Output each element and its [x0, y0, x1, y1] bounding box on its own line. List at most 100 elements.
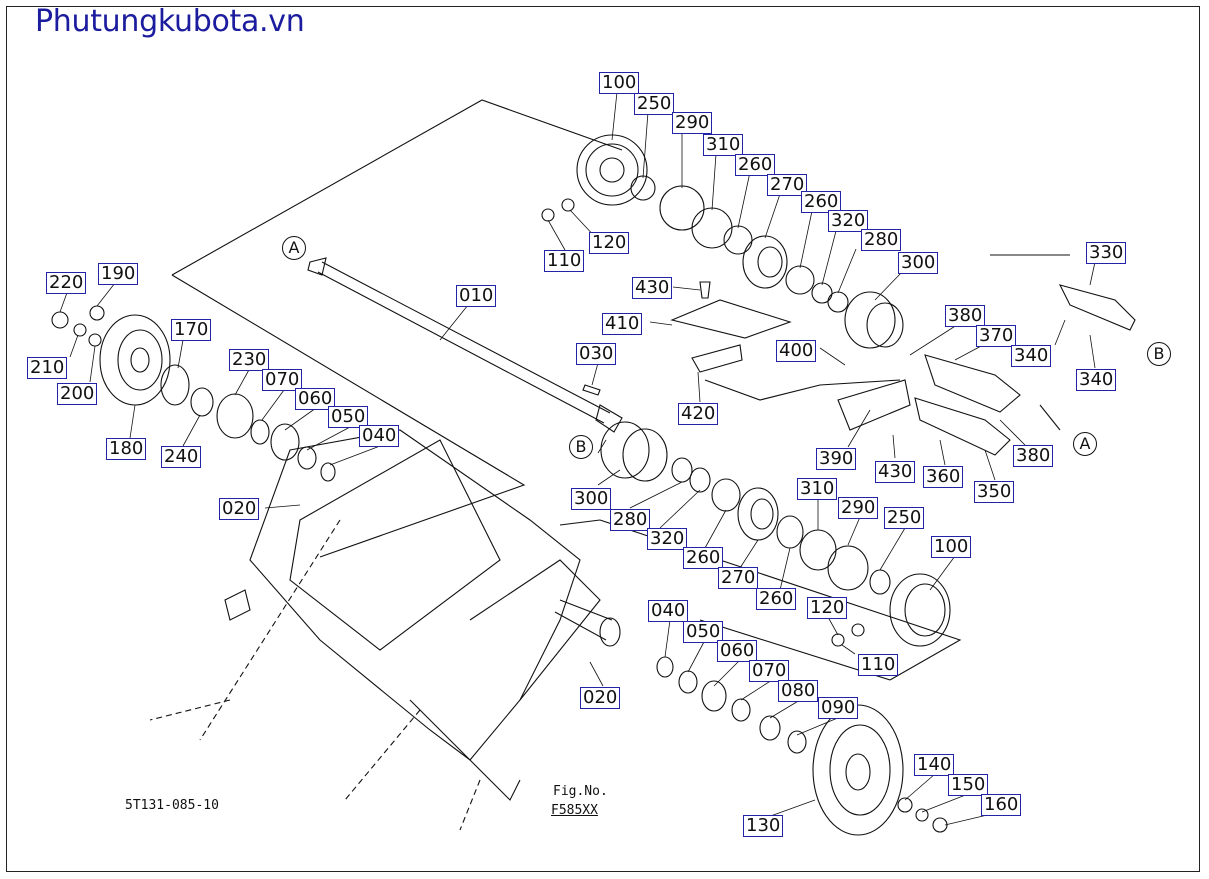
callout-350[interactable]: 350	[974, 481, 1015, 503]
bracket-330	[1058, 284, 1136, 331]
callout-360[interactable]: 360	[923, 466, 964, 488]
callout-090[interactable]: 090	[818, 697, 859, 719]
callout-320-top[interactable]: 320	[828, 210, 869, 232]
callout-380-top[interactable]: 380	[945, 305, 986, 327]
callout-170[interactable]: 170	[171, 319, 212, 341]
callout-250-top[interactable]: 250	[634, 93, 675, 115]
callout-330[interactable]: 330	[1086, 242, 1127, 264]
callout-320-mid[interactable]: 320	[647, 528, 688, 550]
ring-310-top	[691, 207, 733, 249]
callout-050-right[interactable]: 050	[683, 621, 724, 643]
callout-050-left[interactable]: 050	[328, 406, 369, 428]
callout-100-mid[interactable]: 100	[931, 536, 972, 558]
callout-310-mid[interactable]: 310	[797, 478, 838, 500]
bolt-190	[89, 305, 105, 321]
callout-390[interactable]: 390	[816, 448, 857, 470]
callout-410[interactable]: 410	[602, 313, 643, 335]
callout-030[interactable]: 030	[576, 343, 617, 365]
callout-260-mid2[interactable]: 260	[756, 588, 797, 610]
snap-ring-290-top	[659, 185, 705, 231]
callout-260-top2[interactable]: 260	[801, 191, 842, 213]
callout-280-top[interactable]: 280	[861, 229, 902, 251]
callout-020-left[interactable]: 020	[219, 498, 260, 520]
ring-260-mid2	[776, 515, 804, 549]
callout-290-top[interactable]: 290	[672, 112, 713, 134]
ring-260-mid1	[711, 478, 741, 512]
callout-180[interactable]: 180	[106, 438, 147, 460]
bracket-outline	[704, 254, 1070, 431]
bearing-060-left	[270, 423, 300, 461]
callout-100-top[interactable]: 100	[599, 72, 640, 94]
callout-120-mid[interactable]: 120	[807, 597, 848, 619]
callout-130[interactable]: 130	[743, 815, 784, 837]
callout-070-left[interactable]: 070	[262, 369, 303, 391]
callout-210[interactable]: 210	[27, 357, 68, 379]
callout-110-mid[interactable]: 110	[858, 654, 899, 676]
drawing-code: 5T131-085-10	[125, 798, 219, 813]
nut-220	[51, 311, 69, 329]
grease-fitting-430-top	[699, 281, 711, 299]
pulley-130	[812, 704, 904, 836]
callout-040-left[interactable]: 040	[359, 425, 400, 447]
callout-060-left[interactable]: 060	[295, 388, 336, 410]
bushing-250-top	[630, 175, 656, 201]
callout-260-mid1[interactable]: 260	[683, 547, 724, 569]
callout-400[interactable]: 400	[776, 340, 817, 362]
callout-020-right[interactable]: 020	[580, 687, 621, 709]
callout-110-top[interactable]: 110	[544, 250, 585, 272]
callout-190[interactable]: 190	[98, 263, 139, 285]
callout-220[interactable]: 220	[46, 272, 87, 294]
callout-300-mid[interactable]: 300	[571, 488, 612, 510]
ring-070-right	[731, 698, 751, 722]
callout-370[interactable]: 370	[976, 325, 1017, 347]
callout-270-mid[interactable]: 270	[718, 567, 759, 589]
ring-090	[787, 730, 807, 754]
nut-160	[932, 817, 948, 833]
callout-250-mid[interactable]: 250	[884, 507, 925, 529]
sprocket-100-top	[576, 134, 648, 206]
callout-150[interactable]: 150	[948, 774, 989, 796]
callout-120-top[interactable]: 120	[589, 232, 630, 254]
callout-290-mid[interactable]: 290	[838, 497, 879, 519]
fig-no-value: F585XX	[551, 803, 598, 818]
bushing-250-mid	[869, 569, 891, 595]
callout-230[interactable]: 230	[229, 349, 270, 371]
bracket-350	[914, 397, 1011, 456]
ring-310-mid	[799, 529, 837, 571]
callout-080[interactable]: 080	[778, 680, 819, 702]
callout-310-top[interactable]: 310	[703, 134, 744, 156]
callout-280-mid[interactable]: 280	[610, 509, 651, 531]
callout-070-right[interactable]: 070	[749, 660, 790, 682]
ring-280-top	[827, 291, 849, 313]
site-title: Phutungkubota.vn	[35, 4, 305, 39]
plate-410	[670, 299, 792, 339]
ring-260-top2	[785, 265, 815, 295]
callout-340-left[interactable]: 340	[1011, 345, 1052, 367]
washer-200	[88, 333, 102, 347]
callout-430-top[interactable]: 430	[632, 277, 673, 299]
marker-a-shaft: A	[282, 236, 306, 260]
callout-270-top[interactable]: 270	[767, 174, 808, 196]
callout-040-right[interactable]: 040	[648, 600, 689, 622]
sprocket-100-mid	[889, 573, 951, 647]
callout-010[interactable]: 010	[456, 285, 497, 307]
housing-300-top	[844, 291, 904, 349]
callout-260-top1[interactable]: 260	[735, 154, 776, 176]
callout-420[interactable]: 420	[678, 403, 719, 425]
bearing-270-top	[742, 235, 788, 289]
callout-380-bottom[interactable]: 380	[1013, 445, 1054, 467]
callout-340-right[interactable]: 340	[1076, 369, 1117, 391]
callout-240[interactable]: 240	[161, 446, 202, 468]
cover-370	[924, 354, 1021, 413]
callout-160[interactable]: 160	[981, 794, 1022, 816]
washer-230	[216, 393, 254, 439]
callout-430-mid[interactable]: 430	[875, 461, 916, 483]
callout-060-right[interactable]: 060	[717, 640, 758, 662]
marker-a-bracket: A	[1073, 432, 1097, 456]
callout-200[interactable]: 200	[57, 383, 98, 405]
callout-140[interactable]: 140	[914, 754, 955, 776]
callout-300-top[interactable]: 300	[898, 252, 939, 274]
ring-040-left	[320, 462, 336, 482]
